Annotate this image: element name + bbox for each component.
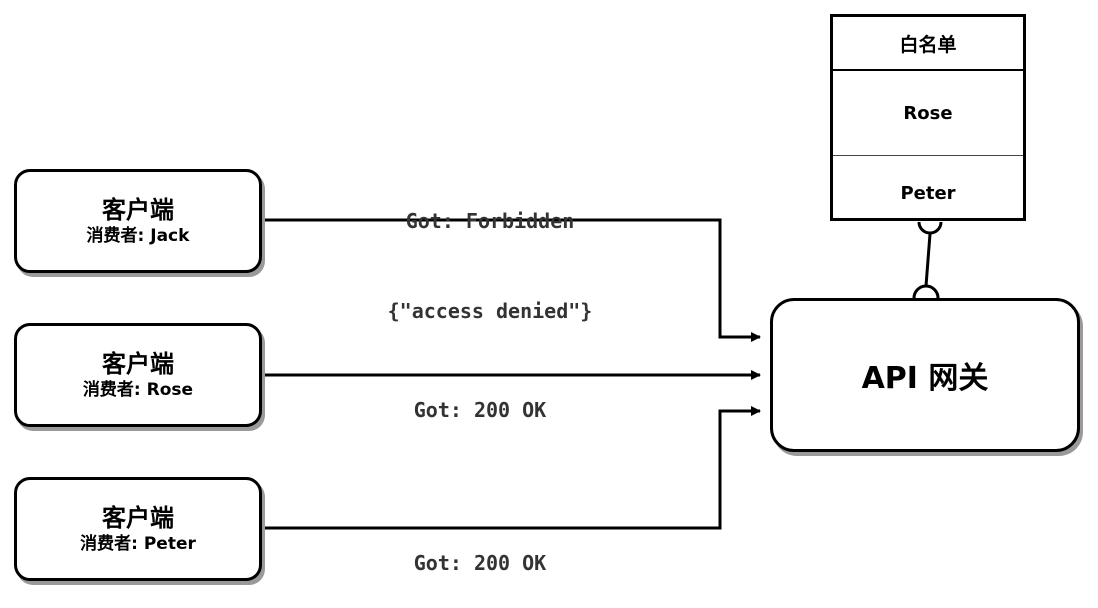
consumer-label: 消费者: Rose [82,380,194,400]
client-title: 客户端 [102,196,174,224]
whitelist-link-top-cap [917,221,943,235]
edge-label-rose: Got: 200 OK [340,335,620,455]
client-title: 客户端 [102,350,174,378]
edge-label-line: Got: 200 OK [413,398,547,422]
client-box-rose[interactable]: 客户端 消费者: Rose [14,323,262,427]
whitelist-link-connector [924,233,932,287]
client-box-peter[interactable]: 客户端 消费者: Peter [14,477,262,581]
whitelist-title: 白名单 [833,17,1023,71]
whitelist-table[interactable]: 白名单 Rose Peter [830,14,1026,221]
whitelist-entry: Peter [900,183,956,204]
edge-label-line: Got: 200 OK [413,551,547,575]
consumer-label: 消费者: Peter [80,534,196,554]
connector-jack-to-gateway [260,218,761,342]
connector-peter-to-gateway [260,406,761,530]
whitelist-entry: Rose [833,71,1023,156]
whitelist-link-bottom-cap [912,284,940,299]
edge-label-peter: Got: 200 OK [340,488,620,608]
edge-label-line: {"access denied"} [387,299,593,323]
consumer-label: 消费者: Jack [86,226,190,246]
client-title: 客户端 [102,504,174,532]
edge-label-jack: Got: Forbidden {"access denied"} [340,146,640,356]
gateway-label: API 网关 [861,361,989,396]
api-gateway-box[interactable]: API 网关 [770,298,1080,452]
edge-label-line: Got: Forbidden [405,209,575,233]
client-box-jack[interactable]: 客户端 消费者: Jack [14,169,262,273]
